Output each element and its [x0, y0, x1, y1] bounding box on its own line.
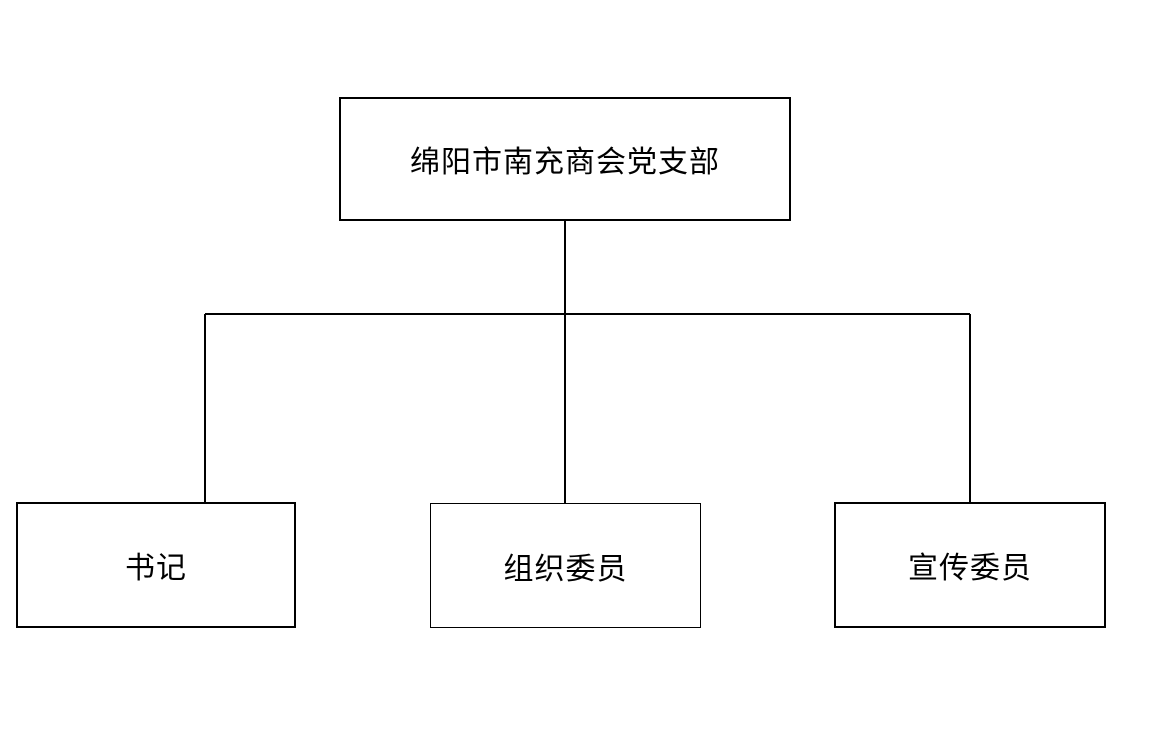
org-node-propaganda-committee-label: 宣传委员 [908, 551, 1032, 586]
org-node-organization-committee-label: 组织委员 [503, 551, 628, 587]
org-node-secretary: 书记 [16, 502, 296, 628]
org-node-secretary-label: 书记 [125, 551, 187, 586]
org-node-root: 绵阳市南充商会党支部 [339, 97, 791, 221]
org-node-propaganda-committee: 宣传委员 [834, 502, 1106, 628]
org-node-organization-committee: 组织委员 [430, 503, 701, 628]
org-node-root-label: 绵阳市南充商会党支部 [410, 145, 720, 180]
